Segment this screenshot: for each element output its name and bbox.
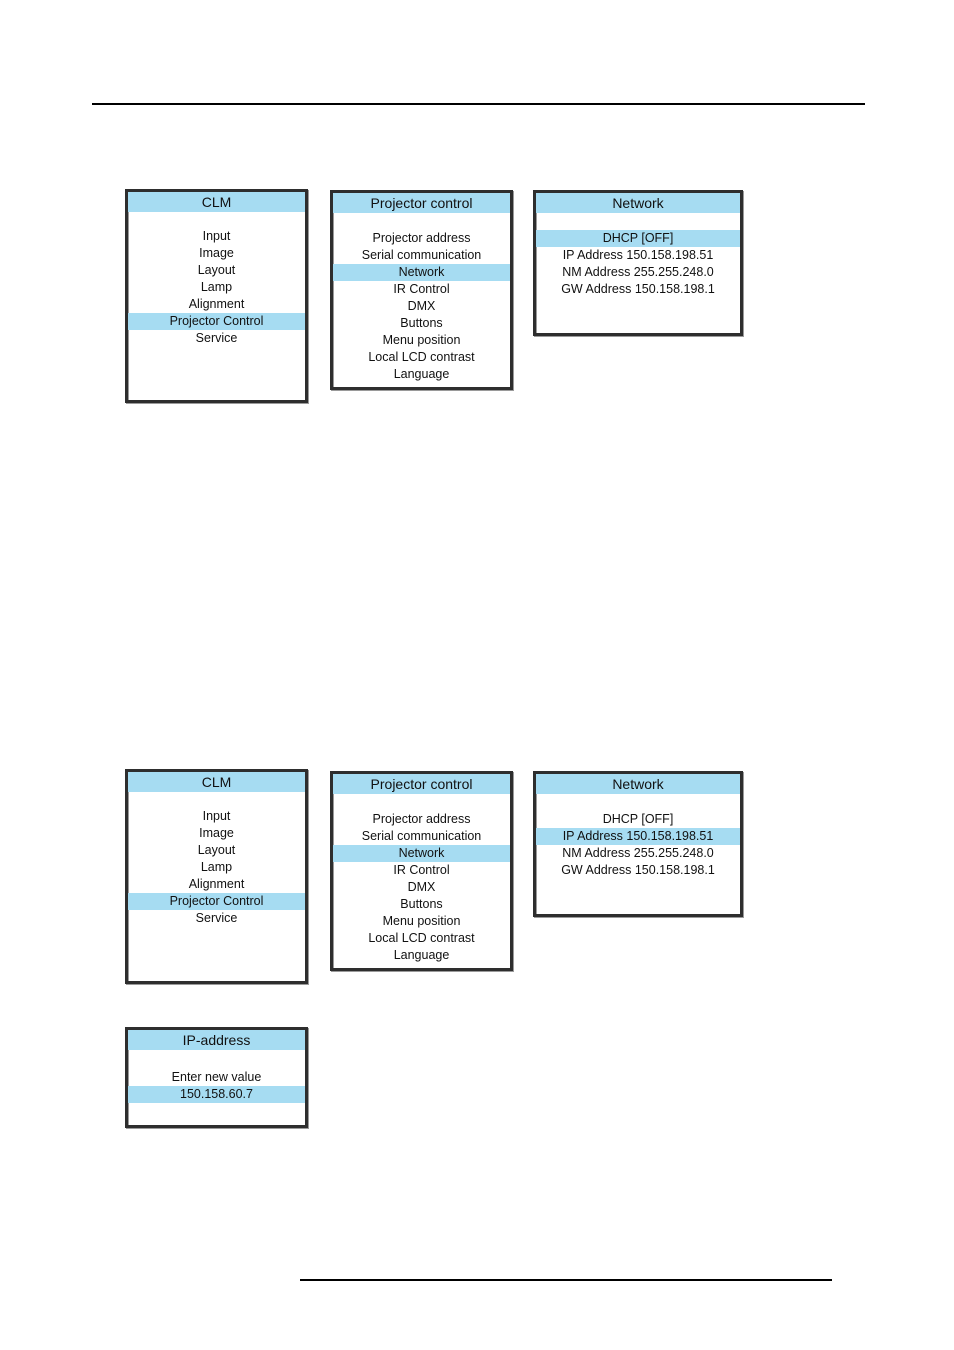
network-menu-items: DHCP [OFF]IP Address 150.158.198.51 NM Ad… [536,213,740,298]
clm-item-layout[interactable]: Layout [197,263,236,277]
network-item-dhcp-off[interactable]: DHCP [OFF] [602,812,674,826]
network-item-gw-address-150-158-198-1[interactable]: GW Address 150.158.198.1 [561,863,715,877]
ip-address-prompt: Enter new value [171,1070,262,1084]
ip-address-dialog-title: IP-address [128,1030,305,1050]
network-item-nm-address-255-255-248-0[interactable]: NM Address 255.255.248.0 [562,846,714,860]
projector-control-item-ir-control[interactable]: IR Control [393,282,450,296]
projector-control-item-menu-position[interactable]: Menu position [382,914,461,928]
projector-control-item-buttons[interactable]: Buttons [400,316,443,330]
clm-item-layout[interactable]: Layout [197,843,236,857]
projector-control-item-language[interactable]: Language [393,367,450,381]
projector-control-item-serial-communication[interactable]: Serial communication [361,829,482,843]
projector-control-item-dmx[interactable]: DMX [407,299,436,313]
projector-control-item-menu-position[interactable]: Menu position [382,333,461,347]
network-item-ip-address-150-158-198-51[interactable]: IP Address 150.158.198.51 [536,828,740,845]
projector-control-menu-title: Projector control [333,774,510,794]
network-menu: Network DHCP [OFF]IP Address 150.158.198… [533,190,743,336]
projector-control-menu-title: Projector control [333,193,510,213]
clm-item-input[interactable]: Input [202,809,231,823]
clm-item-projector-control[interactable]: Projector Control [128,313,305,330]
projector-control-item-local-lcd-contrast[interactable]: Local LCD contrast [368,931,475,945]
clm-item-image[interactable]: Image [199,826,234,840]
ip-address-dialog: IP-address Enter new value 150.158.60.7 [125,1027,308,1128]
network-item-nm-address-255-255-248-0[interactable]: NM Address 255.255.248.0 [562,265,714,279]
clm-item-image[interactable]: Image [199,246,234,260]
projector-control-item-local-lcd-contrast[interactable]: Local LCD contrast [368,350,475,364]
network-item-gw-address-150-158-198-1[interactable]: GW Address 150.158.198.1 [561,282,715,296]
projector-control-item-projector-address[interactable]: Projector address [372,231,471,245]
clm-item-lamp[interactable]: Lamp [200,860,233,874]
network-menu-title: Network [536,193,740,213]
clm-item-input[interactable]: Input [202,229,231,243]
clm-item-service[interactable]: Service [195,331,238,345]
network-menu: Network DHCP [OFF] IP Address 150.158.198… [533,771,743,917]
footer-rule [300,1279,832,1281]
projector-control-item-projector-address[interactable]: Projector address [372,812,471,826]
network-item-dhcp-off[interactable]: DHCP [OFF] [536,230,740,247]
projector-control-item-network[interactable]: Network [333,264,510,281]
clm-item-service[interactable]: Service [195,911,238,925]
ip-address-value-field[interactable]: 150.158.60.7 [128,1086,305,1103]
header-rule [92,103,865,105]
projector-control-item-buttons[interactable]: Buttons [400,897,443,911]
clm-menu-title: CLM [128,192,305,212]
network-menu-title: Network [536,774,740,794]
projector-control-item-ir-control[interactable]: IR Control [393,863,450,877]
clm-menu-title: CLM [128,772,305,792]
clm-item-projector-control[interactable]: Projector Control [128,893,305,910]
projector-control-item-network[interactable]: Network [333,845,510,862]
projector-control-item-dmx[interactable]: DMX [407,880,436,894]
clm-item-alignment[interactable]: Alignment [188,297,245,311]
clm-item-alignment[interactable]: Alignment [188,877,245,891]
network-item-ip-address-150-158-198-51[interactable]: IP Address 150.158.198.51 [562,248,714,262]
clm-item-lamp[interactable]: Lamp [200,280,233,294]
projector-control-item-serial-communication[interactable]: Serial communication [361,248,482,262]
projector-control-item-language[interactable]: Language [393,948,450,962]
